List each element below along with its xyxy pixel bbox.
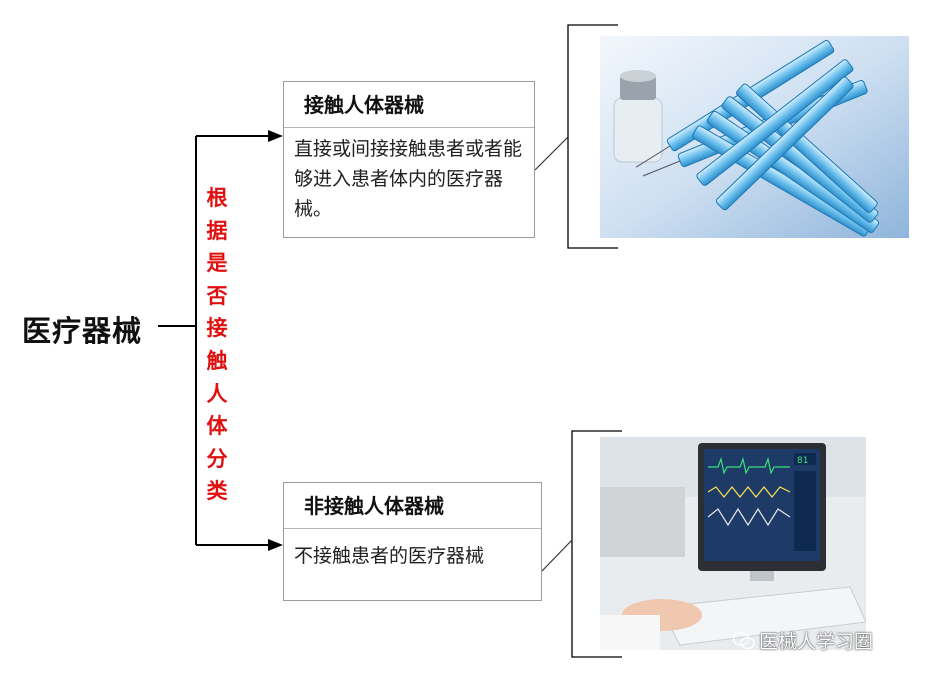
- classification-char: 根: [206, 186, 228, 210]
- monitor-readout: 81: [797, 456, 808, 466]
- wechat-icon: [733, 631, 755, 649]
- classification-char: 触: [206, 348, 228, 373]
- syringe-photo: [600, 36, 909, 238]
- watermark-text: 医械人学习圈: [759, 631, 874, 653]
- classification-char: 否: [206, 283, 228, 308]
- classification-char: 接: [206, 316, 228, 341]
- classification-label: 根 据 是 否 接 触 人 体 分 类: [202, 182, 232, 508]
- classification-char: 据: [206, 218, 228, 243]
- monitor-photo: 81: [600, 437, 866, 650]
- non-contact-device-description: 不接触患者的医疗器械: [294, 545, 485, 567]
- non-contact-device-box: 非接触人体器械 不接触患者的医疗器械: [283, 482, 542, 601]
- classification-char: 类: [206, 479, 228, 504]
- non-contact-device-title: 非接触人体器械: [284, 483, 541, 529]
- contact-device-box: 接触人体器械 直接或间接接触患者或者能够进入患者体内的医疗器械。: [283, 81, 535, 238]
- classification-char: 是: [206, 251, 228, 276]
- contact-device-title: 接触人体器械: [284, 82, 534, 128]
- classification-char: 人: [206, 381, 228, 406]
- root-node-label: 医疗器械: [22, 314, 143, 348]
- contact-device-description: 直接或间接接触患者或者能够进入患者体内的医疗器械。: [294, 138, 523, 220]
- classification-char: 体: [206, 414, 228, 439]
- watermark: 医械人学习圈: [733, 627, 873, 654]
- classification-char: 分: [206, 446, 228, 471]
